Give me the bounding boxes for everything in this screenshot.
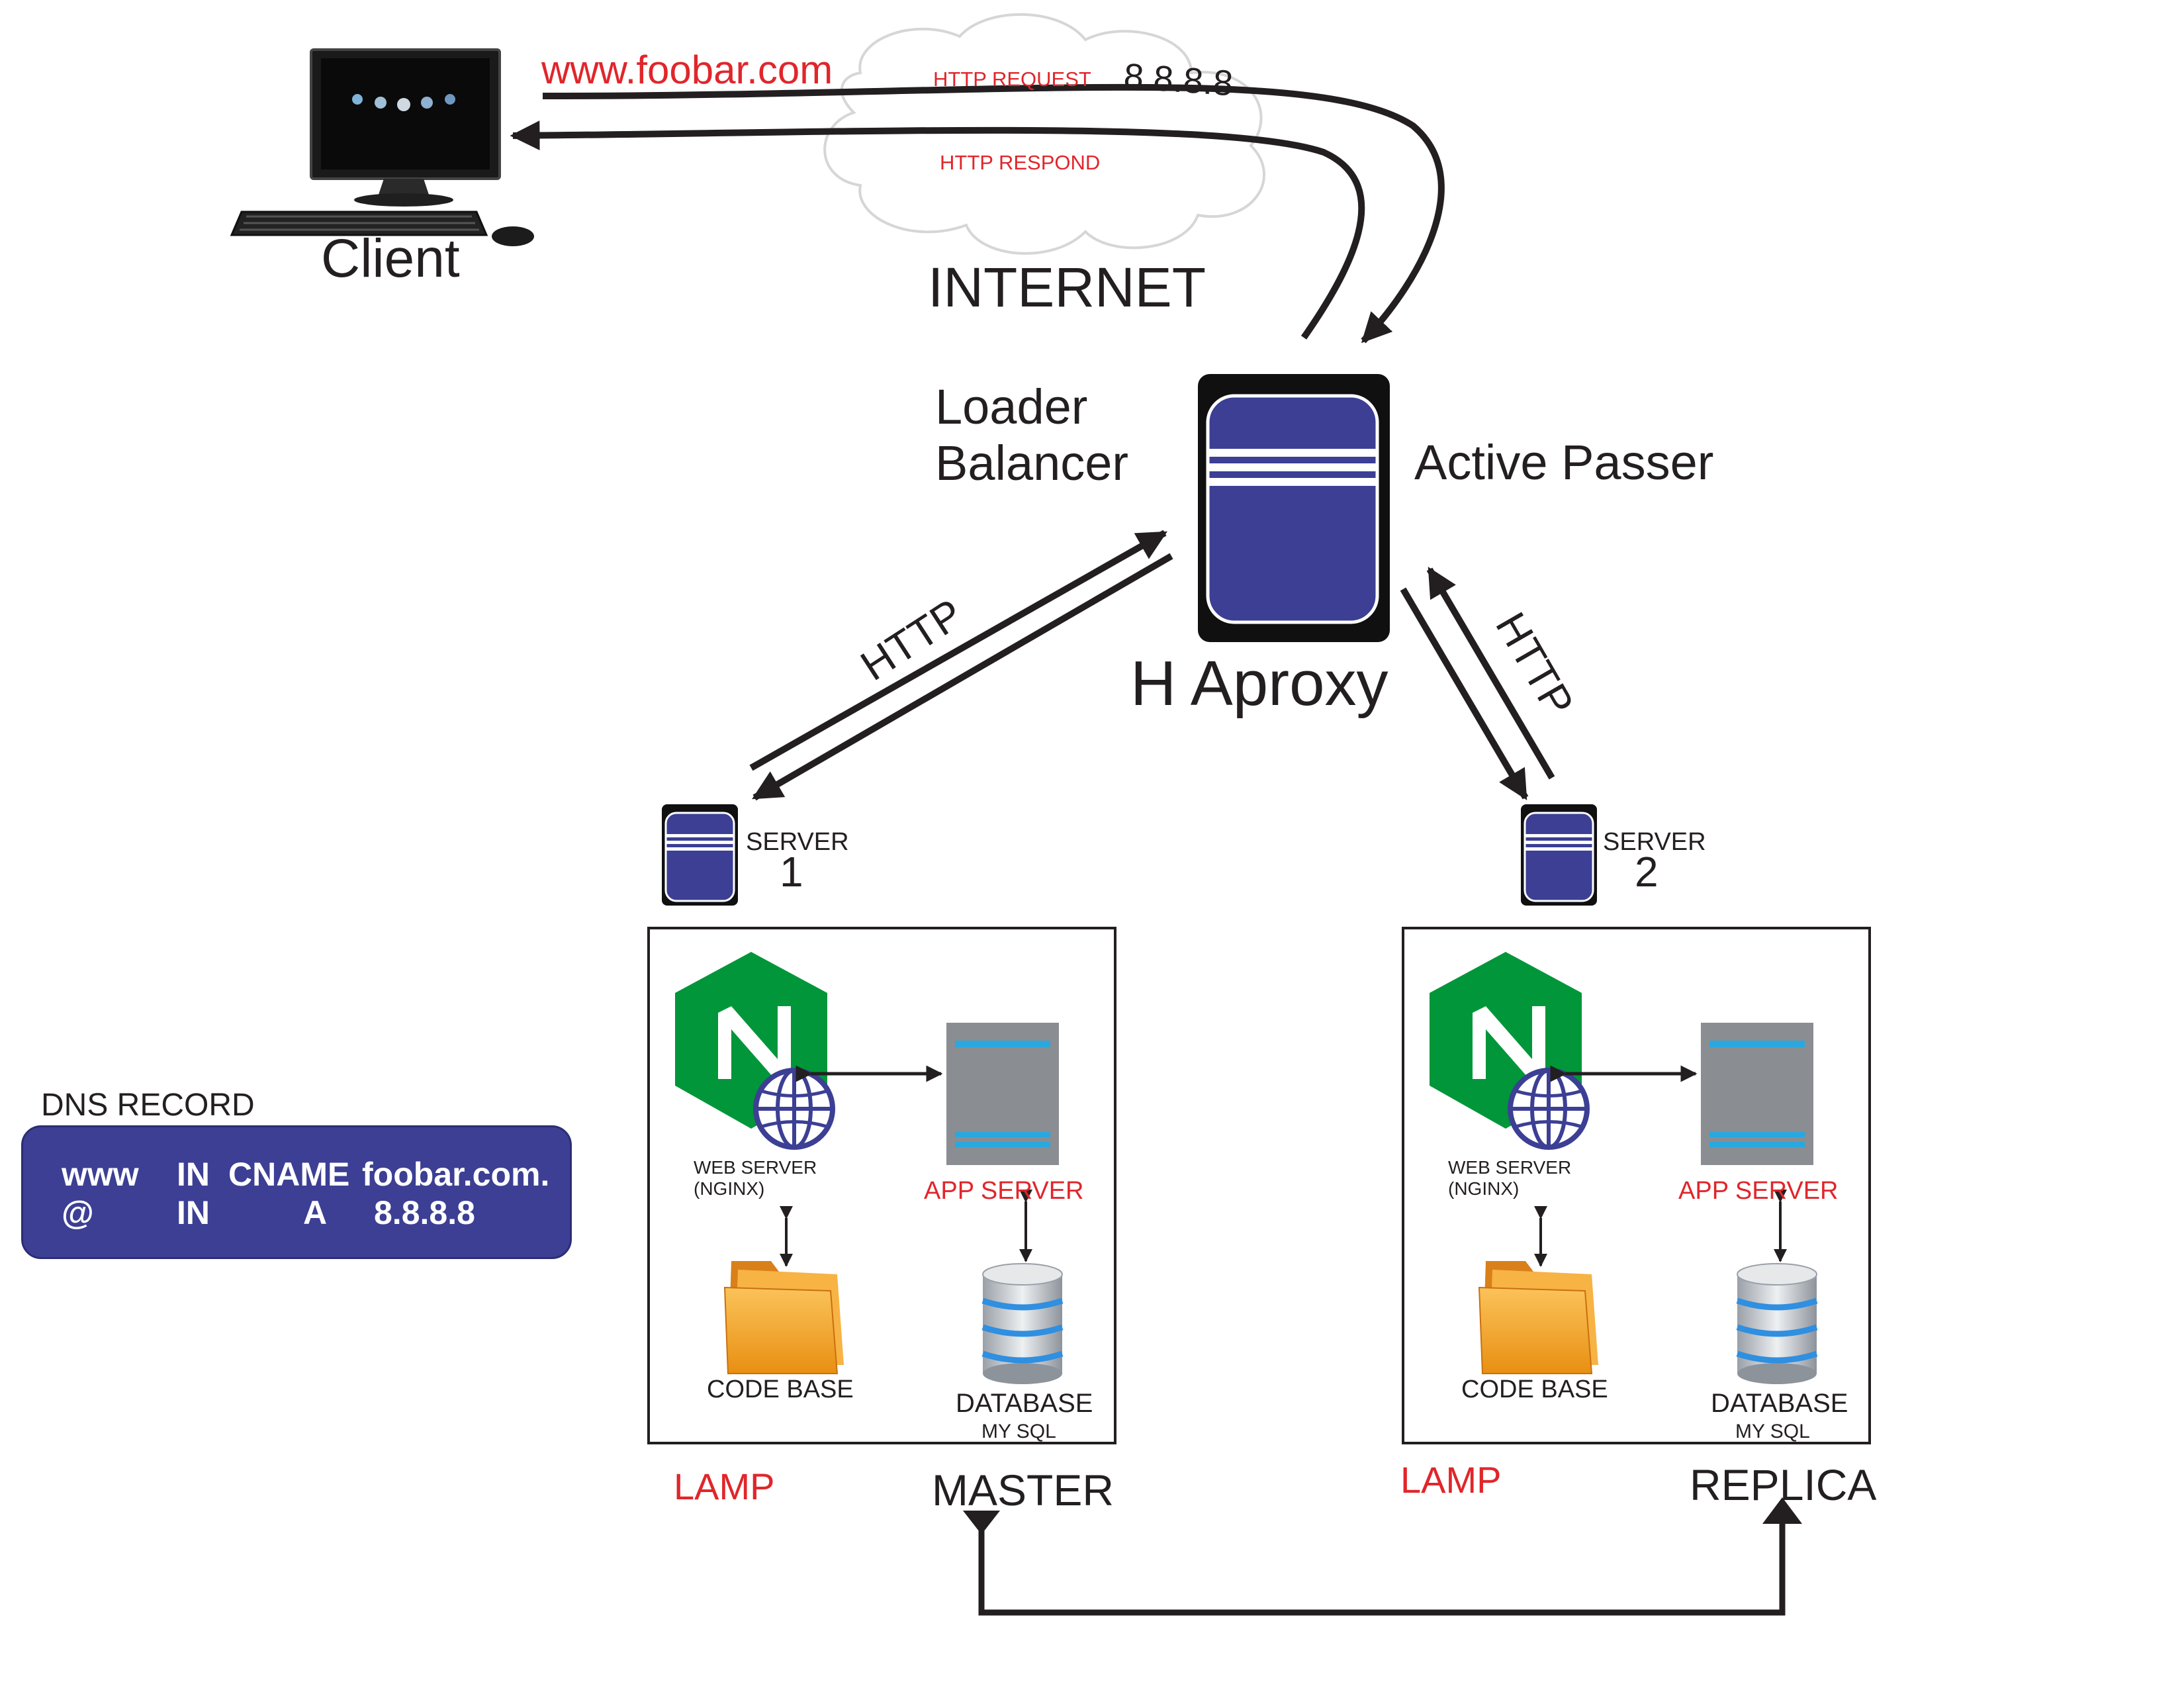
dns-record-2-type: A — [303, 1194, 328, 1231]
server-2-code-base-label: CODE BASE — [1461, 1376, 1608, 1403]
server-2-label: SERVER — [1603, 828, 1706, 856]
http-respond-arrow — [510, 120, 1365, 340]
http-arrow-to-lb-left — [749, 530, 1167, 771]
http-arrow-to-server-2 — [1400, 587, 1529, 800]
folder-icon — [1478, 1261, 1598, 1374]
server-1-web-server-sub: (NGINX) — [694, 1178, 765, 1199]
http-arrow-to-lb-right — [1426, 567, 1555, 780]
database-icon — [981, 1263, 1064, 1384]
server-1-stack-box — [647, 927, 1116, 1444]
dns-record-1-value: foobar.com. — [362, 1156, 550, 1193]
internet-ip-label: 8.8.8.8 — [1122, 56, 1234, 104]
app-server-icon — [1701, 1023, 1813, 1165]
server-1-stack — [675, 952, 1064, 1384]
server-1-database-sub: MY SQL — [981, 1421, 1056, 1442]
server-2-number: 2 — [1635, 848, 1659, 896]
load-balancer-label-line2: Balancer — [935, 436, 1129, 491]
server-1-role-label: MASTER — [932, 1466, 1115, 1515]
client-label: Client — [321, 228, 460, 289]
internet-label: INTERNET — [928, 256, 1206, 318]
server-2-app-server-label: APP SERVER — [1678, 1177, 1839, 1205]
server-1-icon — [662, 804, 738, 906]
active-passer-label: Active Passer — [1414, 435, 1714, 490]
app-server-icon — [946, 1023, 1059, 1165]
database-icon — [1736, 1263, 1818, 1384]
dns-record-1-name: www — [62, 1156, 139, 1193]
dns-record-2-name: @ — [62, 1194, 94, 1231]
load-balancer-label-line1: Loader — [935, 379, 1088, 434]
http-request-arrow — [542, 83, 1445, 344]
server-1-label: SERVER — [746, 828, 849, 856]
dns-record-box: www IN CNAME foobar.com. @ IN A 8.8.8.8 — [21, 1125, 572, 1259]
server-1-app-server-label: APP SERVER — [924, 1177, 1084, 1205]
http-arrow-to-server-1 — [752, 553, 1173, 801]
server-1-number: 1 — [780, 848, 803, 896]
dns-record-2-value: 8.8.8.8 — [374, 1194, 475, 1231]
http-request-label: HTTP REQUEST — [933, 68, 1091, 91]
server-1-stack-label: LAMP — [674, 1466, 775, 1507]
folder-icon — [723, 1261, 844, 1374]
internet-cloud-icon — [823, 13, 1265, 255]
server-1-database-label: DATABASE — [956, 1389, 1093, 1418]
server-2-database-label: DATABASE — [1711, 1389, 1848, 1418]
dns-record-1-type: CNAME — [228, 1156, 350, 1193]
server-2-stack-label: LAMP — [1400, 1459, 1502, 1501]
server-2-web-server-label: WEB SERVER — [1448, 1157, 1572, 1178]
globe-icon — [753, 1068, 835, 1150]
server-1-code-base-label: CODE BASE — [707, 1376, 854, 1403]
dns-record-title: DNS RECORD — [41, 1088, 255, 1123]
server-2-stack-box — [1402, 927, 1871, 1444]
server-2-role-label: REPLICA — [1690, 1460, 1877, 1509]
dns-record-2-class: IN — [177, 1194, 210, 1231]
server-2-stack — [1430, 952, 1818, 1384]
server-1-web-server-label: WEB SERVER — [694, 1157, 817, 1178]
http-respond-label: HTTP RESPOND — [940, 151, 1101, 174]
replication-arrow — [963, 1497, 1802, 1616]
globe-icon — [1508, 1068, 1590, 1150]
server-2-database-sub: MY SQL — [1735, 1421, 1810, 1442]
load-balancer-server-icon — [1198, 374, 1390, 642]
haproxy-label: H Aproxy — [1130, 648, 1388, 719]
client-url: www.foobar.com — [541, 48, 833, 92]
server-2-web-server-sub: (NGINX) — [1448, 1178, 1520, 1199]
desktop-computer-icon — [230, 48, 534, 246]
dns-record-1-class: IN — [177, 1156, 210, 1193]
server-2-icon — [1521, 804, 1597, 906]
